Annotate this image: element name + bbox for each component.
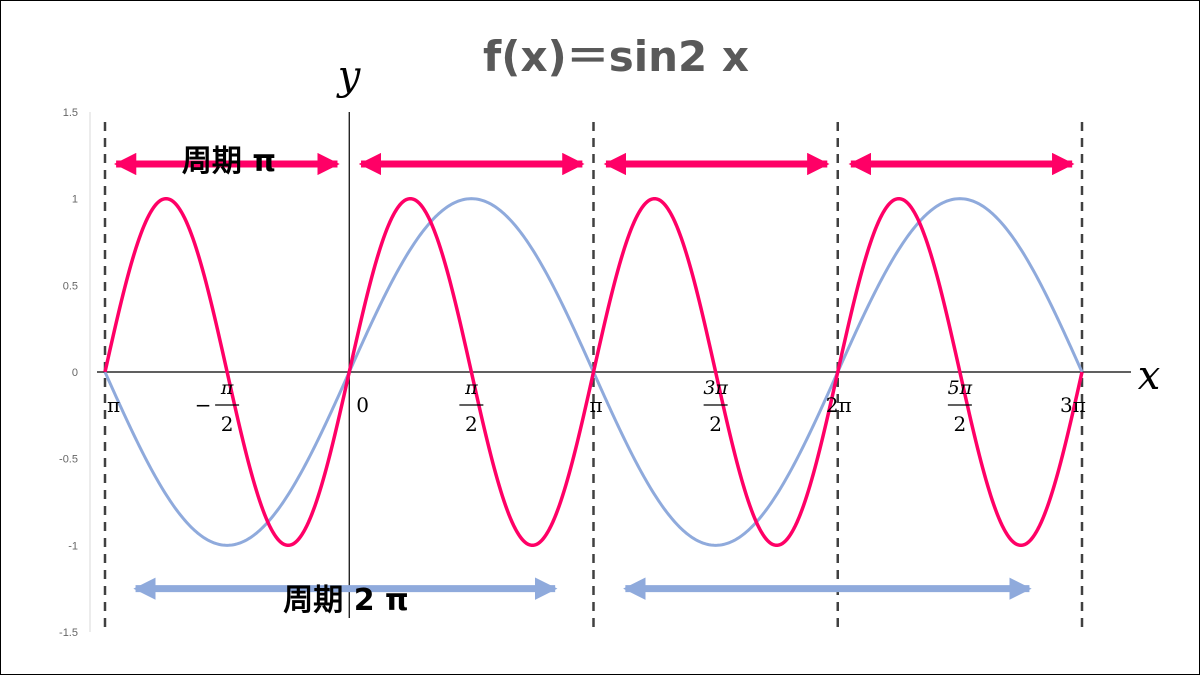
y-tick-label: 0.5 [63,280,78,292]
y-axis-label: y [336,53,362,99]
y-tick-label: 1 [72,194,78,206]
x-tick-denominator: 2 [709,412,722,436]
y-tick-label: 1.5 [63,107,78,119]
x-tick-denominator: 2 [465,412,478,436]
x-tick-numerator: π [220,377,234,399]
x-tick-label: 2π [826,393,852,417]
x-tick-fraction: π 2− [195,377,240,436]
y-tick-label: 0 [72,367,78,379]
y-tick-label: -1.5 [59,627,78,639]
x-tick-fraction: π2 [459,377,484,436]
x-tick-label: π [589,393,602,417]
x-tick-numerator: 5π [948,377,973,399]
x-tick-denominator: 2 [221,412,234,436]
x-axis-label: x [1138,353,1161,399]
period-pi-label: 周期 π [182,144,276,179]
x-tick-numerator: 3π [703,377,728,399]
chart-title: f(x)＝sin2 x [483,32,749,81]
x-tick-label: π [107,393,120,417]
x-tick-fraction: 3π 2 [703,377,728,436]
x-tick-label: 3π [1060,393,1086,417]
x-tick-sign: − [195,393,212,417]
series-sin2x-curve [103,196,1084,548]
x-tick-label: 0 [356,393,369,417]
period-2pi-label: 周期 2 π [283,583,409,618]
y-tick-label: -0.5 [59,454,78,466]
x-tick-fraction: 5π 2 [948,377,973,436]
y-tick-label: -1 [68,540,78,552]
dashed-period-lines [103,122,1084,632]
y-tick-labels: 1.5 1 0.5 0 -0.5 -1 -1.5 [59,107,78,639]
x-tick-numerator: π [464,377,478,399]
x-tick-denominator: 2 [954,412,967,436]
